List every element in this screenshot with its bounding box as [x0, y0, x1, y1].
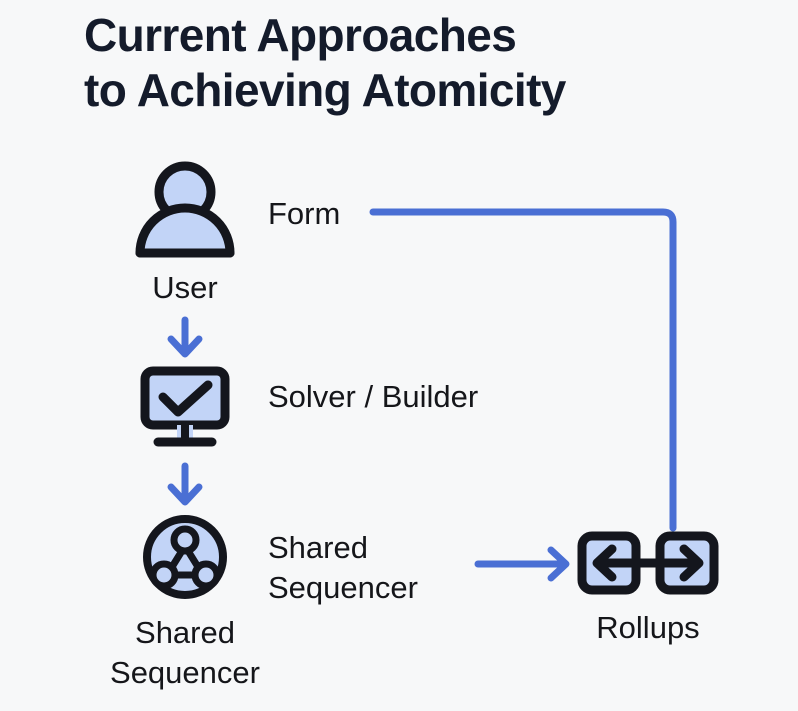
edge-label-shared-sequencer-line-2: Sequencer	[268, 570, 418, 605]
edge-label-solver-builder: Solver / Builder	[268, 379, 479, 414]
page-title: Current Approaches to Achieving Atomicit…	[84, 8, 724, 118]
title-line-1: Current Approaches	[84, 9, 517, 61]
rollups-bidirectional-icon	[577, 531, 719, 595]
edge-label-form: Form	[268, 196, 341, 231]
node-caption-rollups: Rollups	[596, 610, 700, 645]
edge-label-shared-sequencer-line-1: Shared	[268, 530, 368, 565]
monitor-check-icon	[140, 366, 230, 447]
form-connector-line	[369, 208, 677, 532]
network-share-icon	[143, 515, 227, 599]
solver-to-sequencer-arrow	[167, 462, 203, 506]
edge-label-shared-sequencer: Shared Sequencer	[268, 528, 418, 608]
node-caption-shared-sequencer-line-1: Shared	[135, 615, 235, 650]
node-caption-user: User	[152, 270, 218, 305]
node-caption-shared-sequencer-line-2: Sequencer	[110, 655, 260, 690]
user-icon	[135, 161, 235, 258]
user-to-solver-arrow	[167, 316, 203, 358]
sequencer-to-rollups-arrow	[474, 546, 570, 582]
node-caption-shared-sequencer: Shared Sequencer	[85, 613, 285, 693]
title-line-2: to Achieving Atomicity	[84, 64, 566, 116]
